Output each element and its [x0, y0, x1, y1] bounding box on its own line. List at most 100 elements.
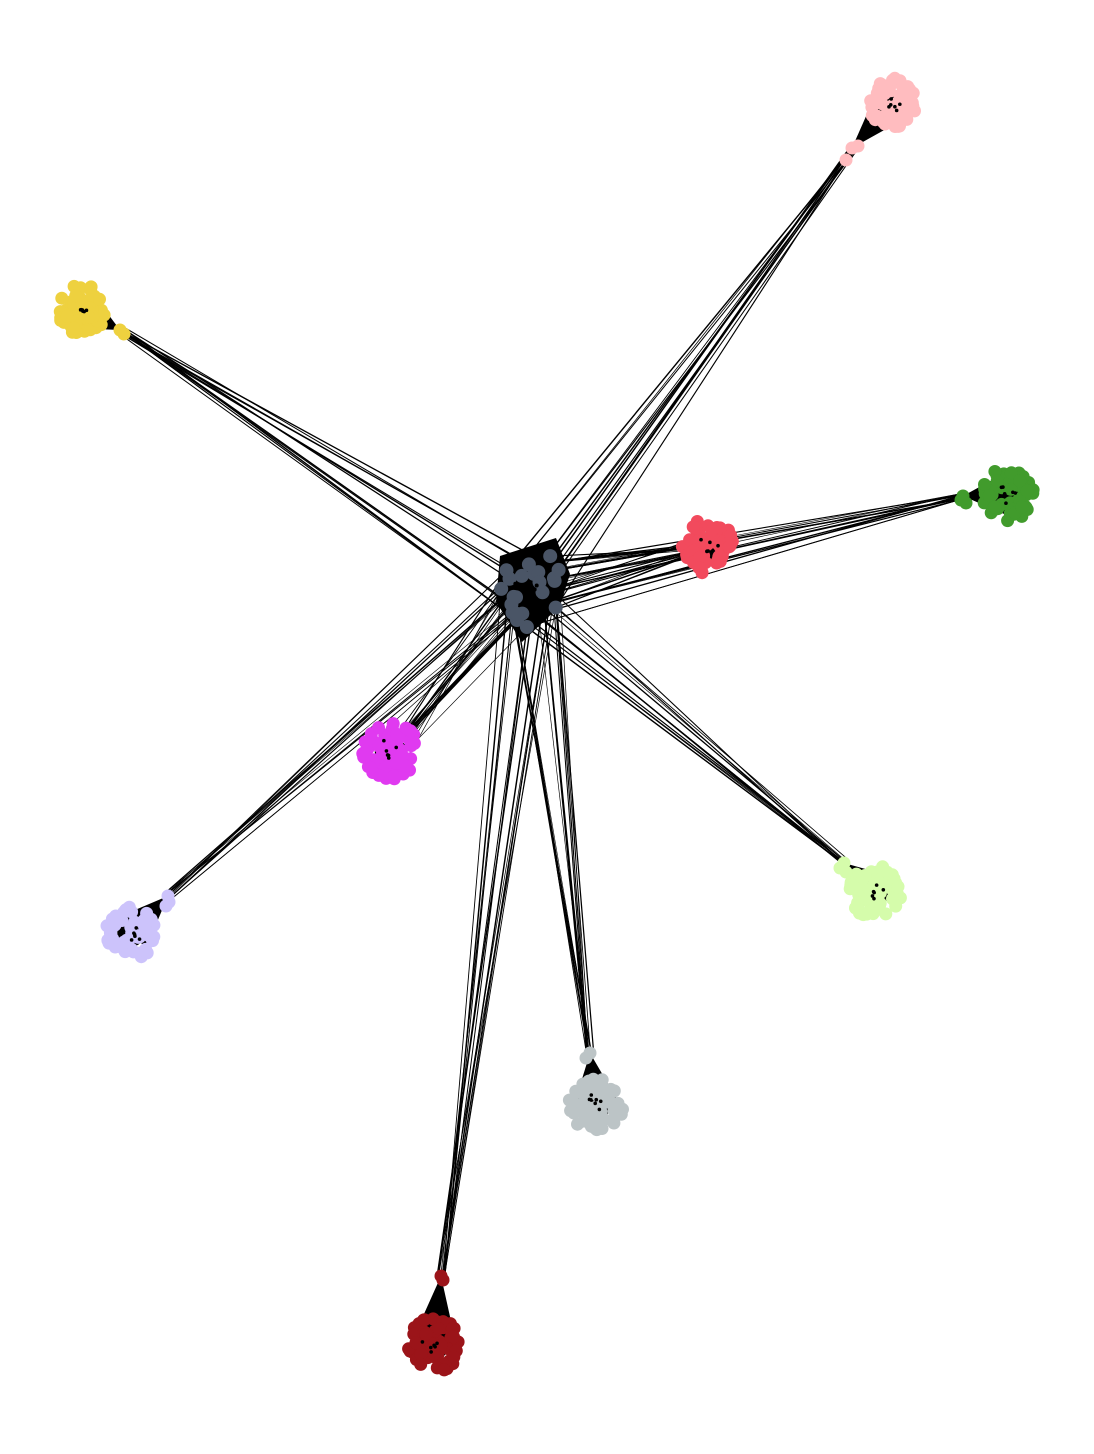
hub-node [532, 575, 547, 590]
node [608, 1102, 622, 1116]
node [860, 907, 874, 921]
node [582, 1112, 595, 1126]
edge [443, 573, 535, 1277]
edge-speck [132, 931, 136, 935]
cluster-gray [562, 1046, 629, 1137]
node [387, 769, 401, 783]
hub-node [543, 549, 558, 564]
cluster-pink [839, 71, 921, 167]
edge [513, 596, 842, 862]
edge [512, 561, 719, 614]
edge-speck [894, 108, 899, 113]
node [403, 724, 417, 738]
node [142, 913, 156, 927]
edge-speck [1011, 490, 1015, 495]
edge [118, 328, 559, 571]
edge [553, 580, 595, 1053]
edge-speck [699, 537, 703, 542]
bridge-node [839, 865, 853, 879]
edge-speck [1002, 492, 1007, 496]
node [432, 1322, 446, 1336]
edge [553, 578, 589, 1054]
edge-speck [888, 103, 893, 107]
edge [123, 328, 510, 580]
hub-node [506, 589, 521, 604]
edge [509, 149, 851, 580]
edge [521, 150, 855, 614]
cluster-lavender [100, 889, 176, 964]
node [591, 1089, 605, 1103]
node [414, 1357, 428, 1371]
edge [526, 498, 964, 628]
edge-speck [999, 485, 1004, 490]
edge [512, 498, 963, 614]
edge-speck [385, 753, 390, 757]
edge-speck [523, 583, 528, 588]
node [1020, 484, 1034, 498]
edge-speck [589, 1093, 594, 1097]
node [571, 1117, 584, 1131]
node [722, 540, 736, 554]
node [55, 291, 69, 305]
edge [386, 578, 510, 748]
node [409, 1336, 423, 1350]
edge-speck [137, 937, 142, 941]
edge [444, 578, 555, 1277]
edge-speck [594, 1097, 599, 1102]
node [888, 71, 902, 85]
hub-node [509, 606, 524, 621]
node [873, 77, 887, 91]
edge [533, 573, 842, 861]
edge [515, 146, 852, 614]
node [364, 761, 378, 775]
edge [436, 572, 539, 1277]
node [869, 94, 883, 108]
edge [515, 613, 589, 1051]
node [879, 907, 893, 921]
edge [511, 145, 854, 614]
node [886, 892, 899, 906]
edge [541, 592, 589, 1053]
node [891, 880, 905, 894]
edge [404, 578, 555, 738]
node [101, 934, 115, 947]
node [905, 96, 919, 110]
node [357, 750, 371, 764]
edge-speck [1004, 501, 1008, 506]
node [847, 880, 861, 894]
edge [444, 578, 511, 1277]
edge [167, 578, 510, 897]
edge-speck [513, 581, 518, 586]
edges-light-green [506, 570, 891, 909]
edge [558, 569, 588, 1054]
node [109, 909, 123, 923]
edge [118, 332, 528, 628]
edge-speck [382, 738, 386, 743]
node [686, 520, 700, 534]
edge [542, 550, 706, 593]
edge-speck [534, 583, 539, 588]
bridge-node [839, 153, 853, 167]
edge [443, 596, 515, 1280]
cluster-green [954, 465, 1040, 528]
edge [516, 494, 963, 621]
hub-node [519, 620, 534, 634]
edge-speck [870, 894, 875, 898]
edge [123, 326, 555, 582]
node [146, 934, 159, 948]
node [988, 500, 1002, 514]
node [871, 109, 884, 123]
edge-speck [435, 1341, 439, 1346]
edge-layer [68, 89, 1023, 1360]
edge [533, 494, 966, 575]
node [372, 739, 386, 753]
bridge-node [436, 1273, 450, 1287]
node [437, 1363, 451, 1377]
edge [121, 326, 518, 621]
node [906, 86, 920, 100]
node [404, 739, 418, 753]
edge-speck [384, 749, 389, 753]
cluster-light-green [833, 856, 907, 922]
edge-speck [133, 934, 137, 939]
edge-speck [534, 596, 539, 601]
